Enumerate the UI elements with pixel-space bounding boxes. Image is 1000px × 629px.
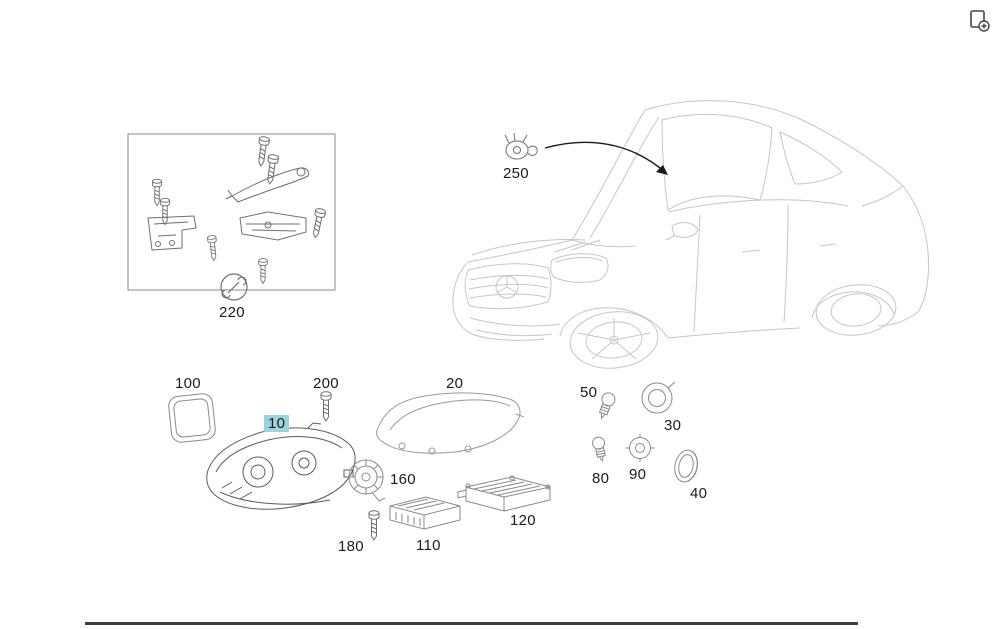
hardware-kit-box[interactable] bbox=[127, 133, 336, 301]
ecu-120-drawing[interactable] bbox=[457, 475, 551, 512]
bulb-50-drawing[interactable] bbox=[595, 391, 616, 420]
socket-90-drawing[interactable] bbox=[625, 434, 655, 462]
headlamp-10-drawing[interactable] bbox=[206, 422, 356, 510]
headlamp-20-drawing[interactable] bbox=[375, 392, 525, 455]
part-label-160[interactable]: 160 bbox=[390, 471, 416, 488]
part-label-100[interactable]: 100 bbox=[175, 375, 201, 392]
part-label-120[interactable]: 120 bbox=[510, 512, 536, 529]
part-label-50[interactable]: 50 bbox=[580, 384, 598, 401]
save-page-icon[interactable] bbox=[966, 8, 992, 34]
part-label-180[interactable]: 180 bbox=[338, 538, 364, 555]
part-label-200[interactable]: 200 bbox=[313, 375, 339, 392]
screw-180-drawing[interactable] bbox=[368, 510, 380, 541]
screw-200-drawing[interactable] bbox=[320, 391, 332, 422]
part-label-20[interactable]: 20 bbox=[446, 375, 464, 392]
gasket-100-drawing[interactable] bbox=[168, 393, 217, 443]
arrow-250 bbox=[544, 141, 668, 175]
part-label-30[interactable]: 30 bbox=[664, 417, 682, 434]
cap-30-drawing[interactable] bbox=[641, 381, 676, 414]
part-label-10[interactable]: 10 bbox=[264, 415, 290, 432]
clip-250-drawing[interactable] bbox=[504, 132, 538, 160]
wrench-icon bbox=[220, 273, 248, 301]
part-label-80[interactable]: 80 bbox=[592, 470, 610, 487]
car-illustration bbox=[452, 100, 929, 369]
bottom-divider bbox=[85, 622, 858, 625]
part-label-250[interactable]: 250 bbox=[503, 165, 529, 182]
kit-arm-part bbox=[225, 167, 309, 203]
cap-40-drawing[interactable] bbox=[672, 448, 700, 484]
kit-bracket-left bbox=[147, 215, 197, 251]
ecu-110-drawing[interactable] bbox=[389, 496, 461, 530]
kit-bracket-center bbox=[239, 211, 307, 241]
blower-160-drawing[interactable] bbox=[348, 459, 386, 502]
bulb-80-drawing[interactable] bbox=[591, 436, 608, 462]
part-label-90[interactable]: 90 bbox=[629, 466, 647, 483]
part-label-40[interactable]: 40 bbox=[690, 485, 708, 502]
part-label-110[interactable]: 110 bbox=[416, 537, 441, 554]
part-label-220[interactable]: 220 bbox=[219, 304, 245, 321]
